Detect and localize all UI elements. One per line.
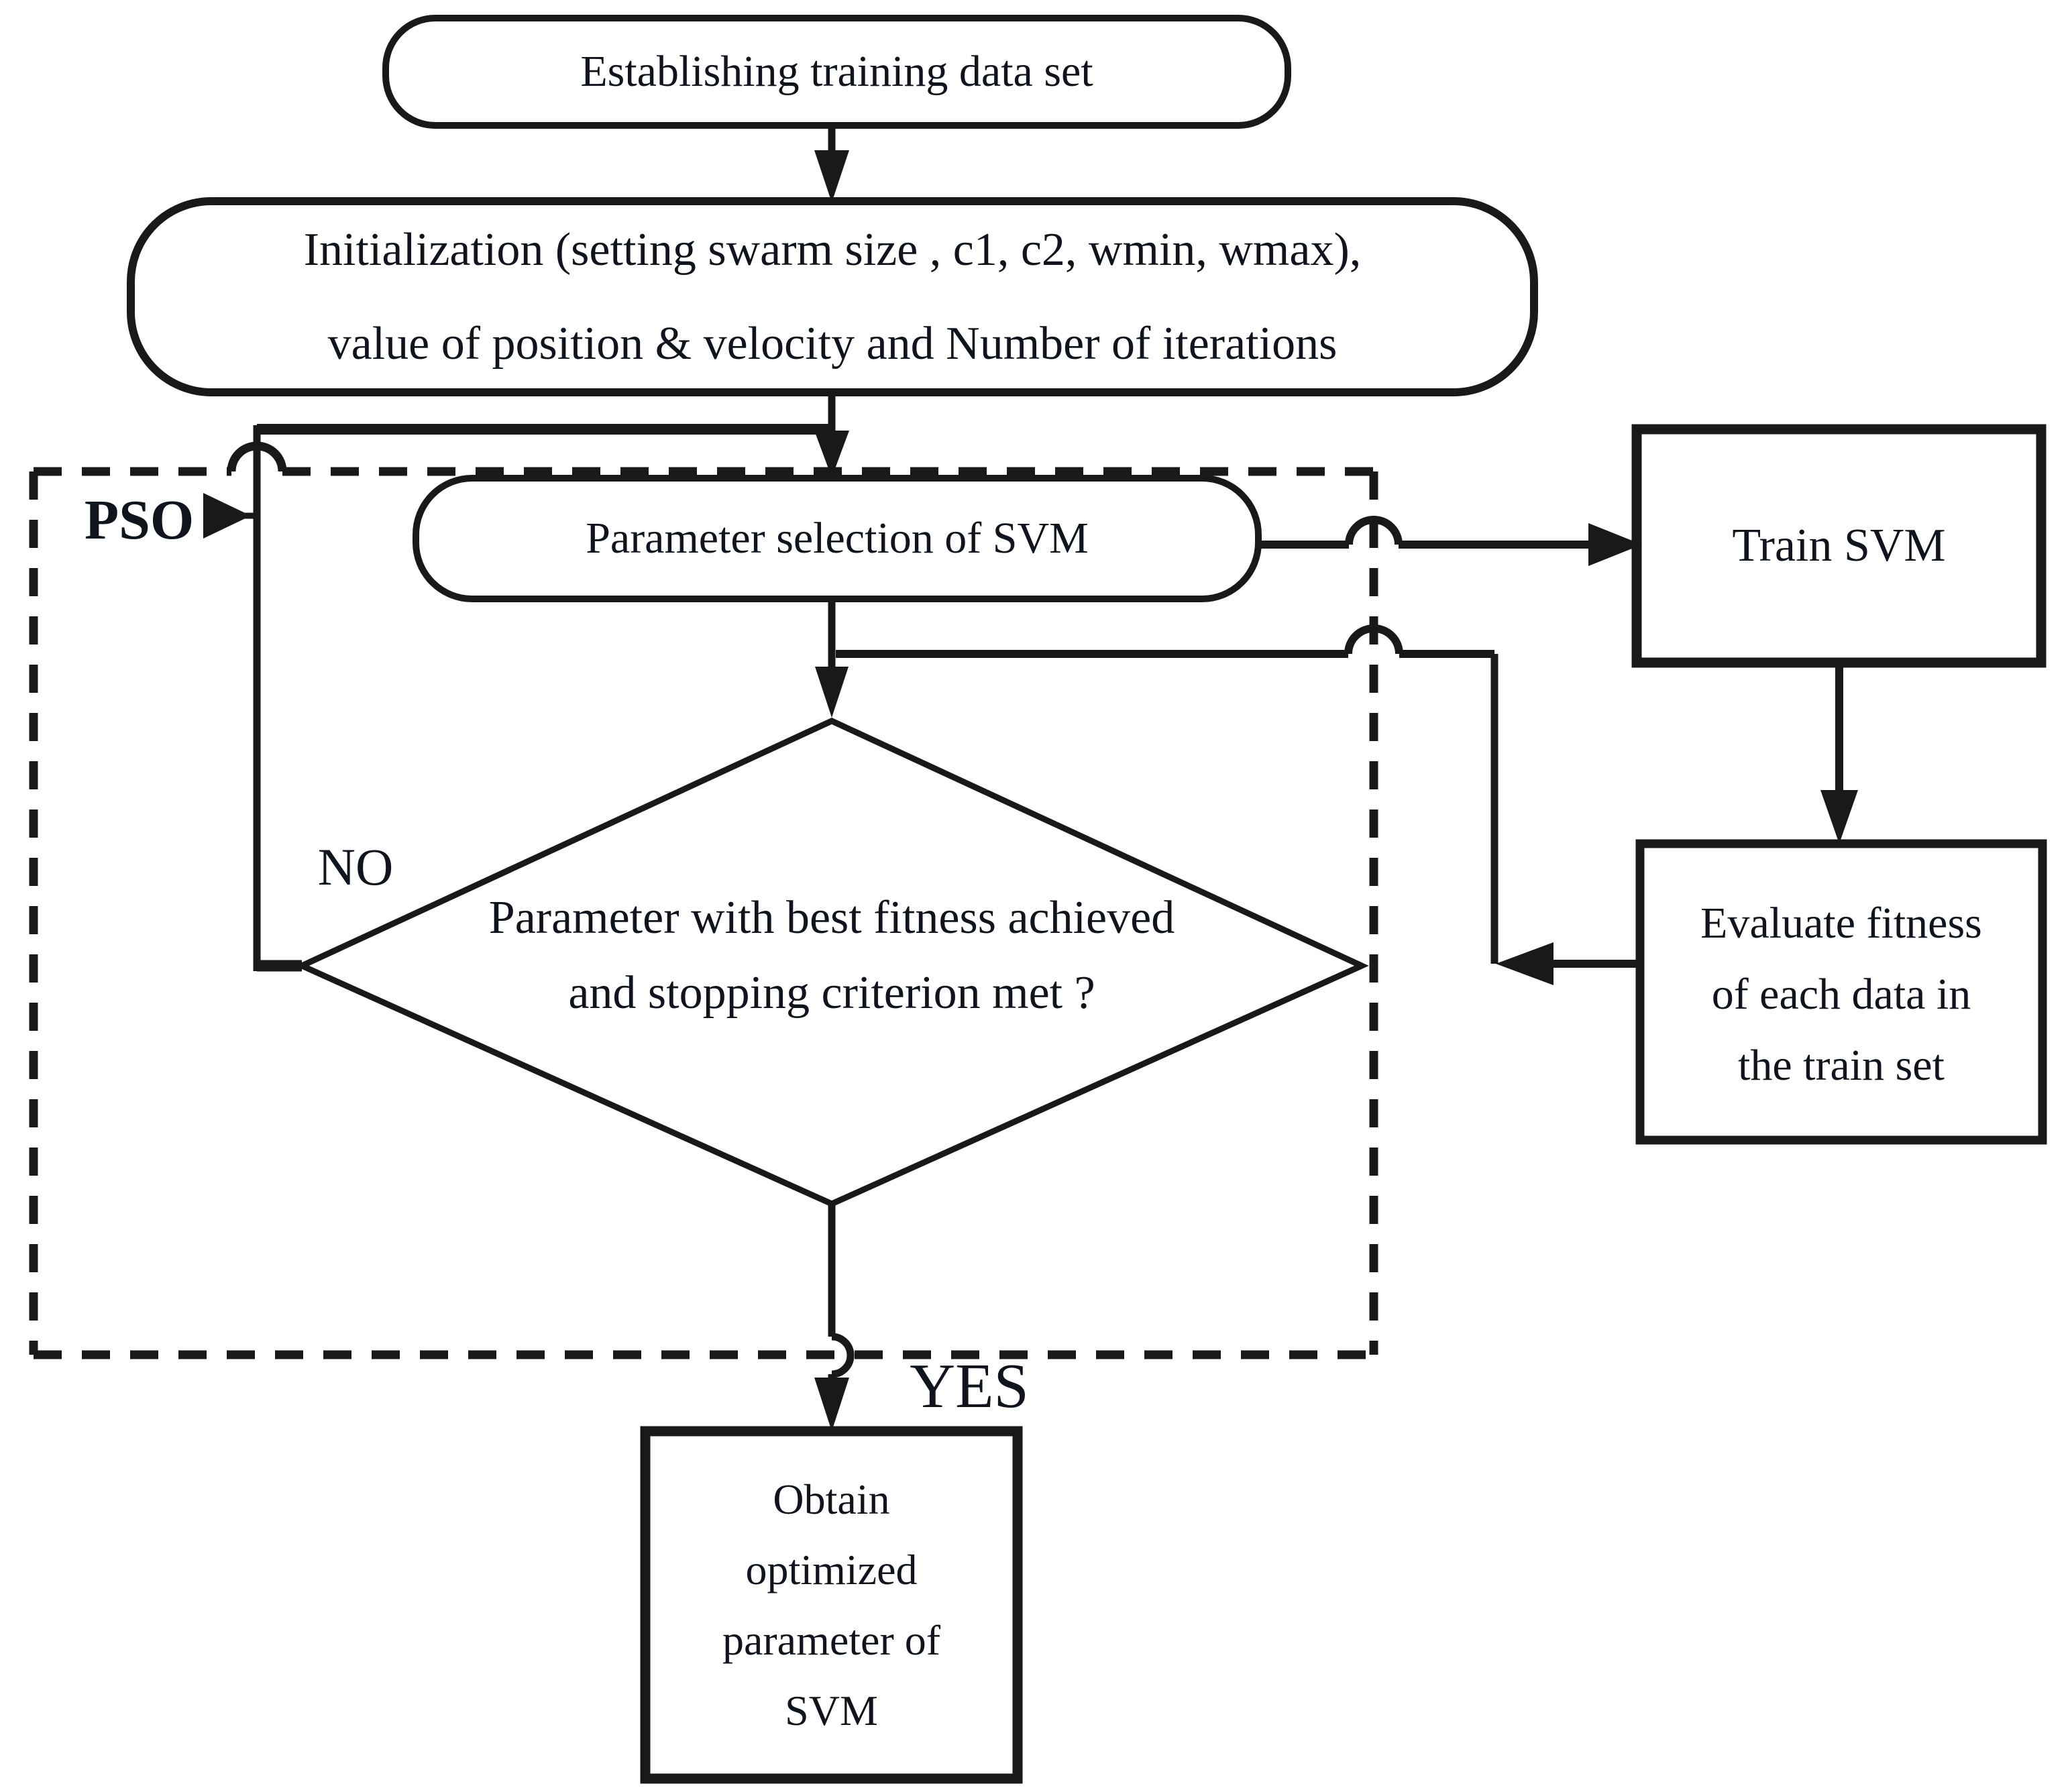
return-line-evaluate-to-decision xyxy=(836,624,1640,985)
node-text-line: of each data in xyxy=(1711,970,1971,1019)
no-branch-label: NO xyxy=(317,837,394,896)
node-text-line: Parameter with best fitness achieved xyxy=(488,892,1175,944)
node-text-line: Establishing training data set xyxy=(580,47,1093,96)
parameter-selection-node-label: Parameter selection of SVM xyxy=(416,478,1258,599)
line-jump-arc xyxy=(1345,516,1403,545)
node-text-line: Parameter selection of SVM xyxy=(586,514,1089,563)
line-jump-arc xyxy=(831,1333,855,1378)
node-text-line: optimized xyxy=(745,1546,918,1593)
node-text-line: value of position & velocity and Number … xyxy=(327,317,1338,370)
return-left-arrowhead xyxy=(1496,942,1553,985)
pso-arrow-icon xyxy=(203,493,258,539)
initialization-node-label: Initialization (setting swarm size , c1,… xyxy=(131,201,1534,392)
arrow-parameter-selection-to-train xyxy=(1258,516,1642,566)
obtain-node-label: Obtain optimized parameter of SVM xyxy=(645,1431,1018,1779)
node-text-line: Obtain xyxy=(773,1475,890,1523)
node-text-line: Initialization (setting swarm size , c1,… xyxy=(303,223,1362,276)
arrow-decision-to-obtain xyxy=(814,1204,855,1431)
evaluate-fitness-node-label: Evaluate fitness of each data in the tra… xyxy=(1640,846,2042,1143)
node-text-line: Train SVM xyxy=(1732,520,1946,571)
line-jump-arc xyxy=(1344,624,1403,655)
establish-node-shape xyxy=(382,15,1291,129)
node-text-line: SVM xyxy=(785,1687,878,1734)
node-text-line: and stopping criterion met ? xyxy=(568,967,1095,1019)
obtain-node-shape xyxy=(640,1426,1023,1784)
train-svm-node-label: Train SVM xyxy=(1637,429,2041,663)
arrow-init-to-parameter-selection xyxy=(257,392,849,478)
node-text-line: Evaluate fitness xyxy=(1700,899,1982,948)
arrow-establish-to-init xyxy=(814,125,849,203)
arrow-train-to-evaluate xyxy=(1820,663,1858,844)
yes-branch-label: YES xyxy=(910,1351,1029,1421)
evaluate-fitness-node-shape xyxy=(1635,839,2047,1145)
establish-node-label: Establishing training data set xyxy=(386,18,1288,125)
node-text-line: parameter of xyxy=(722,1616,941,1664)
decision-diamond-label: Parameter with best fitness achieved and… xyxy=(302,862,1362,1050)
arrow-parameter-selection-to-decision xyxy=(815,599,849,718)
pso-region-label: PSO xyxy=(84,489,195,551)
node-text-line: the train set xyxy=(1738,1041,1945,1090)
parameter-selection-node-shape xyxy=(413,475,1262,602)
